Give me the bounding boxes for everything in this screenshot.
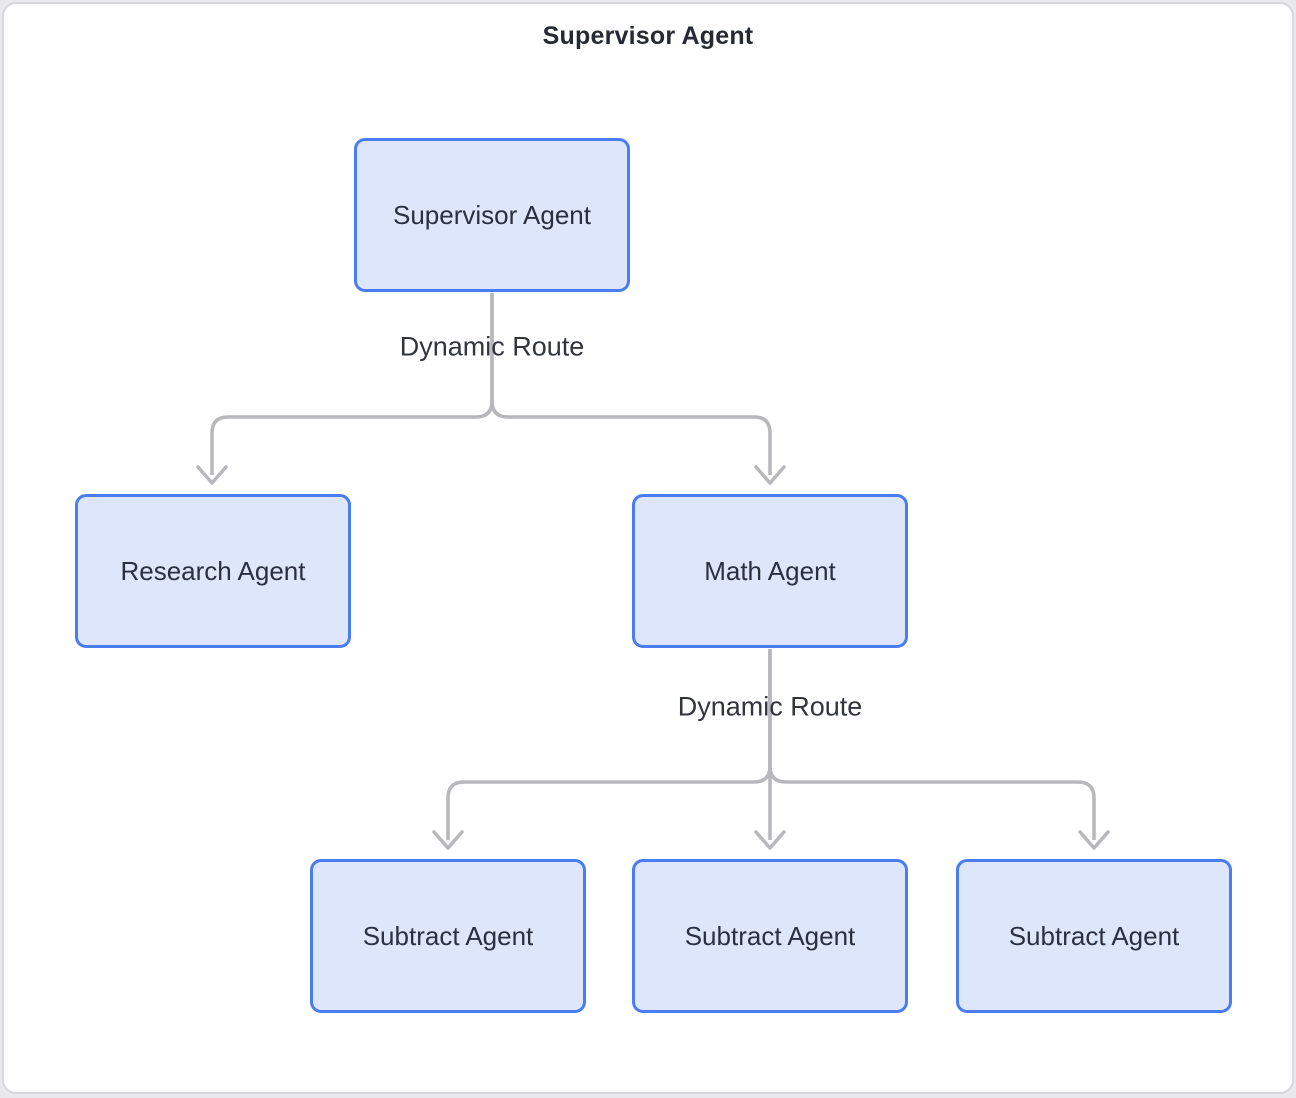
node-research-agent: Research Agent: [75, 494, 351, 648]
edge-label-dynamic-route-2: Dynamic Route: [677, 691, 863, 722]
node-subtract-agent-1: Subtract Agent: [310, 859, 586, 1013]
node-supervisor-agent: Supervisor Agent: [354, 138, 630, 292]
arrowhead-research: [196, 465, 228, 485]
node-math-agent: Math Agent: [632, 494, 908, 648]
diagram-title: Supervisor Agent: [542, 22, 754, 50]
arrowhead-subtract-3: [1078, 830, 1110, 850]
node-subtract-agent-2: Subtract Agent: [632, 859, 908, 1013]
arrowhead-math: [754, 465, 786, 485]
edge-math-subtract-1: [446, 649, 772, 840]
edge-math-subtract-3: [768, 649, 1096, 840]
arrowhead-subtract-1: [432, 830, 464, 850]
edge-supervisor-math: [490, 293, 772, 475]
edge-label-dynamic-route-1: Dynamic Route: [399, 331, 585, 362]
arrowhead-subtract-2: [754, 830, 786, 850]
edge-supervisor-research: [210, 293, 494, 475]
node-subtract-agent-3: Subtract Agent: [956, 859, 1232, 1013]
